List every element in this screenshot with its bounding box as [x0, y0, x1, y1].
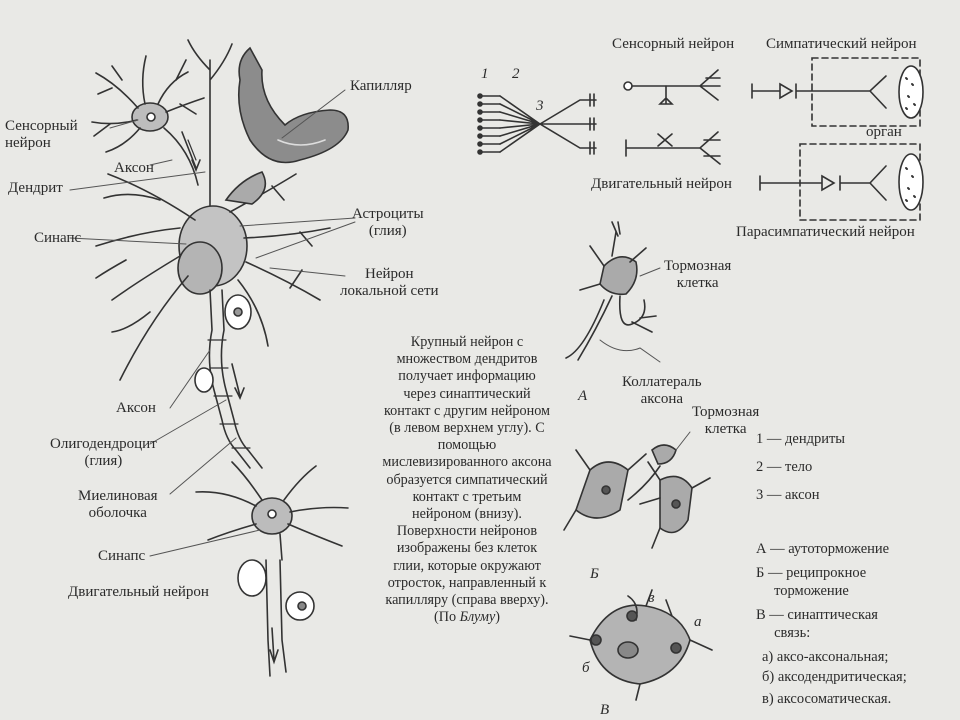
label-motor-neuron: Двигательный нейрон	[68, 584, 209, 601]
label-num-2: 2	[512, 66, 520, 83]
label-num-1: 1	[481, 66, 489, 83]
label-small-v: в	[648, 590, 655, 607]
label-oligodendrocyte: Олигодендроцит (глия)	[50, 436, 157, 470]
legend-item-A: А — аутоторможение	[756, 540, 889, 558]
label-num-3: 3	[536, 98, 544, 115]
label-small-b: б	[582, 660, 590, 677]
label-sensory-neuron-text: Сенсорный нейрон	[5, 118, 78, 152]
reciprocal-inhibition-drawing	[564, 432, 710, 548]
label-axon-mid: Аксон	[116, 400, 156, 417]
label-sensory-neuron: Сенсорный нейрон	[5, 118, 78, 152]
motor-neuron-drawing	[196, 462, 348, 676]
caption-author: Блуму	[460, 609, 496, 625]
synaptic-connection-drawing	[570, 590, 712, 700]
label-collateral: Коллатераль аксона	[622, 374, 702, 408]
caption-paragraph: Крупный нейрон с множеством дендритов по…	[382, 334, 552, 626]
label-inhibitory-cell-1: Тормозная клетка	[664, 258, 731, 292]
label-synapse-bottom: Синапс	[98, 548, 145, 565]
legend-item-a: а) аксо-аксональная;	[762, 648, 888, 666]
label-local-neuron: Нейрон локальной сети	[340, 266, 439, 300]
legend-item-V: В — синаптическая связь:	[756, 606, 878, 642]
caption-text-1: Крупный нейрон с множеством дендритов по…	[382, 334, 551, 625]
label-astrocytes: Астроциты (глия)	[352, 206, 424, 240]
label-sympathetic-neuron: Симпатический нейрон	[766, 36, 916, 53]
leader-lines	[70, 90, 355, 556]
legend-item-1: 1 — дендриты	[756, 430, 845, 448]
label-synapse-top: Синапс	[34, 230, 81, 247]
sensory-neuron-schematic	[624, 70, 720, 104]
label-capillary: Капилляр	[350, 78, 412, 95]
label-parasympathetic-neuron: Парасимпатический нейрон	[736, 224, 915, 241]
caption-text-2: )	[495, 609, 500, 625]
motor-neuron-schematic	[626, 132, 720, 164]
label-organ: орган	[866, 124, 902, 141]
label-axon-top: Аксон	[114, 160, 154, 177]
legend-item-B: Б — реципрокное торможение	[756, 564, 866, 600]
legend-item-3: 3 — аксон	[756, 486, 820, 504]
legend-item-b: б) аксодендритическая;	[762, 668, 907, 686]
autoinhibition-drawing	[566, 222, 660, 362]
label-myelin: Миелиновая оболочка	[78, 488, 158, 522]
legend-item-2: 2 — тело	[756, 458, 812, 476]
label-motor-neuron-schematic: Двигательный нейрон	[591, 176, 732, 193]
label-letter-V: В	[600, 702, 609, 719]
label-letter-A: А	[578, 388, 587, 405]
legend-item-v: в) аксосоматическая.	[762, 690, 891, 708]
label-dendrite: Дендрит	[8, 180, 63, 197]
label-sensory-neuron-schematic: Сенсорный нейрон	[612, 36, 734, 53]
label-letter-B: Б	[590, 566, 599, 583]
label-small-a: а	[694, 614, 702, 631]
label-inhibitory-cell-2: Тормозная клетка	[692, 404, 759, 438]
